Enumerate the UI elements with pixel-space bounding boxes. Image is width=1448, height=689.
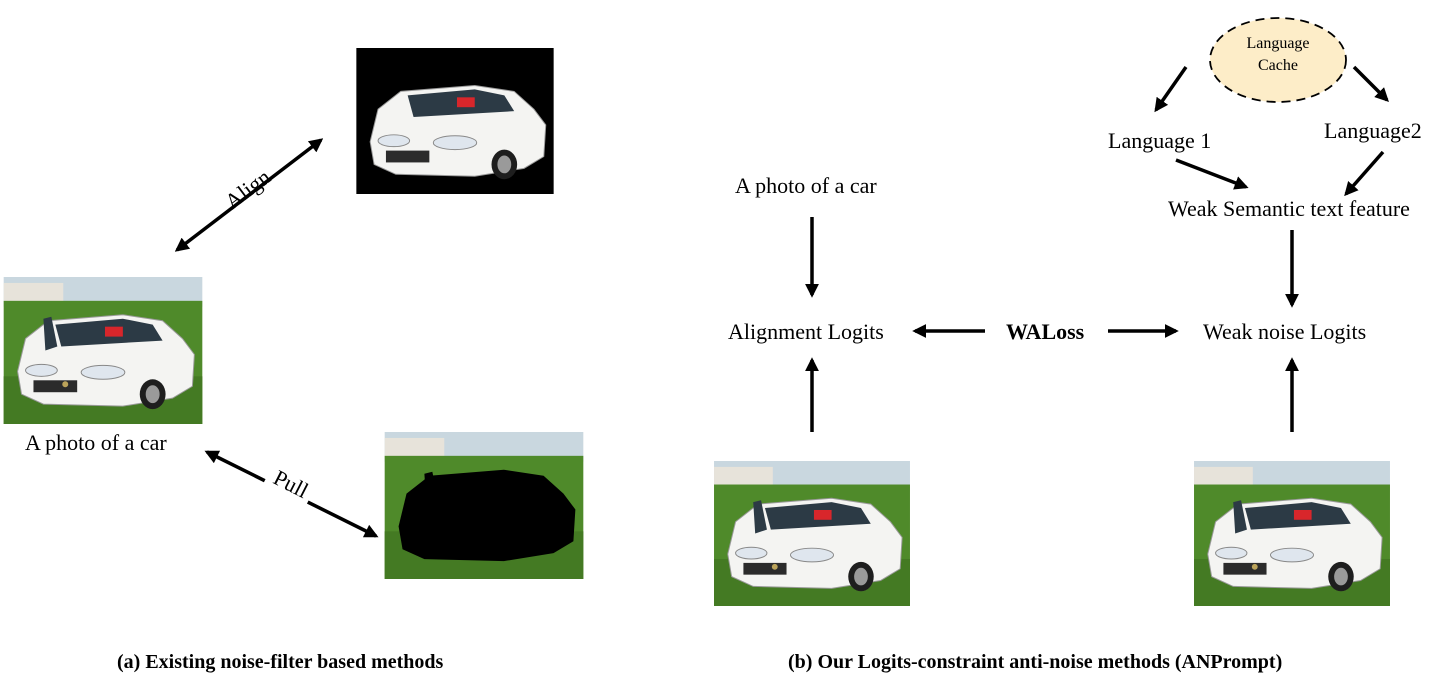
panel-b-caption: (b) Our Logits-constraint anti-noise met… [788, 651, 1283, 673]
alignment-logits-label: Alignment Logits [728, 319, 884, 344]
panel-a-caption: (a) Existing noise-filter based methods [117, 651, 444, 673]
language-2-label: Language2 [1324, 118, 1422, 143]
waloss-label: WALoss [1006, 319, 1085, 344]
weak-noise-logits-label: Weak noise Logits [1203, 319, 1367, 344]
align-label: Align [220, 164, 275, 214]
language-cache-ellipse [1209, 17, 1347, 103]
panel-a-image-label: A photo of a car [25, 430, 167, 455]
language-cache-label-1: Language [1246, 35, 1309, 52]
language-cache-label-2: Cache [1258, 57, 1298, 74]
weak-semantic-label: Weak Semantic text feature [1168, 196, 1410, 221]
prompt-text-label: A photo of a car [735, 173, 877, 198]
language-1-label: Language 1 [1108, 128, 1212, 153]
align-arrow [174, 138, 324, 252]
